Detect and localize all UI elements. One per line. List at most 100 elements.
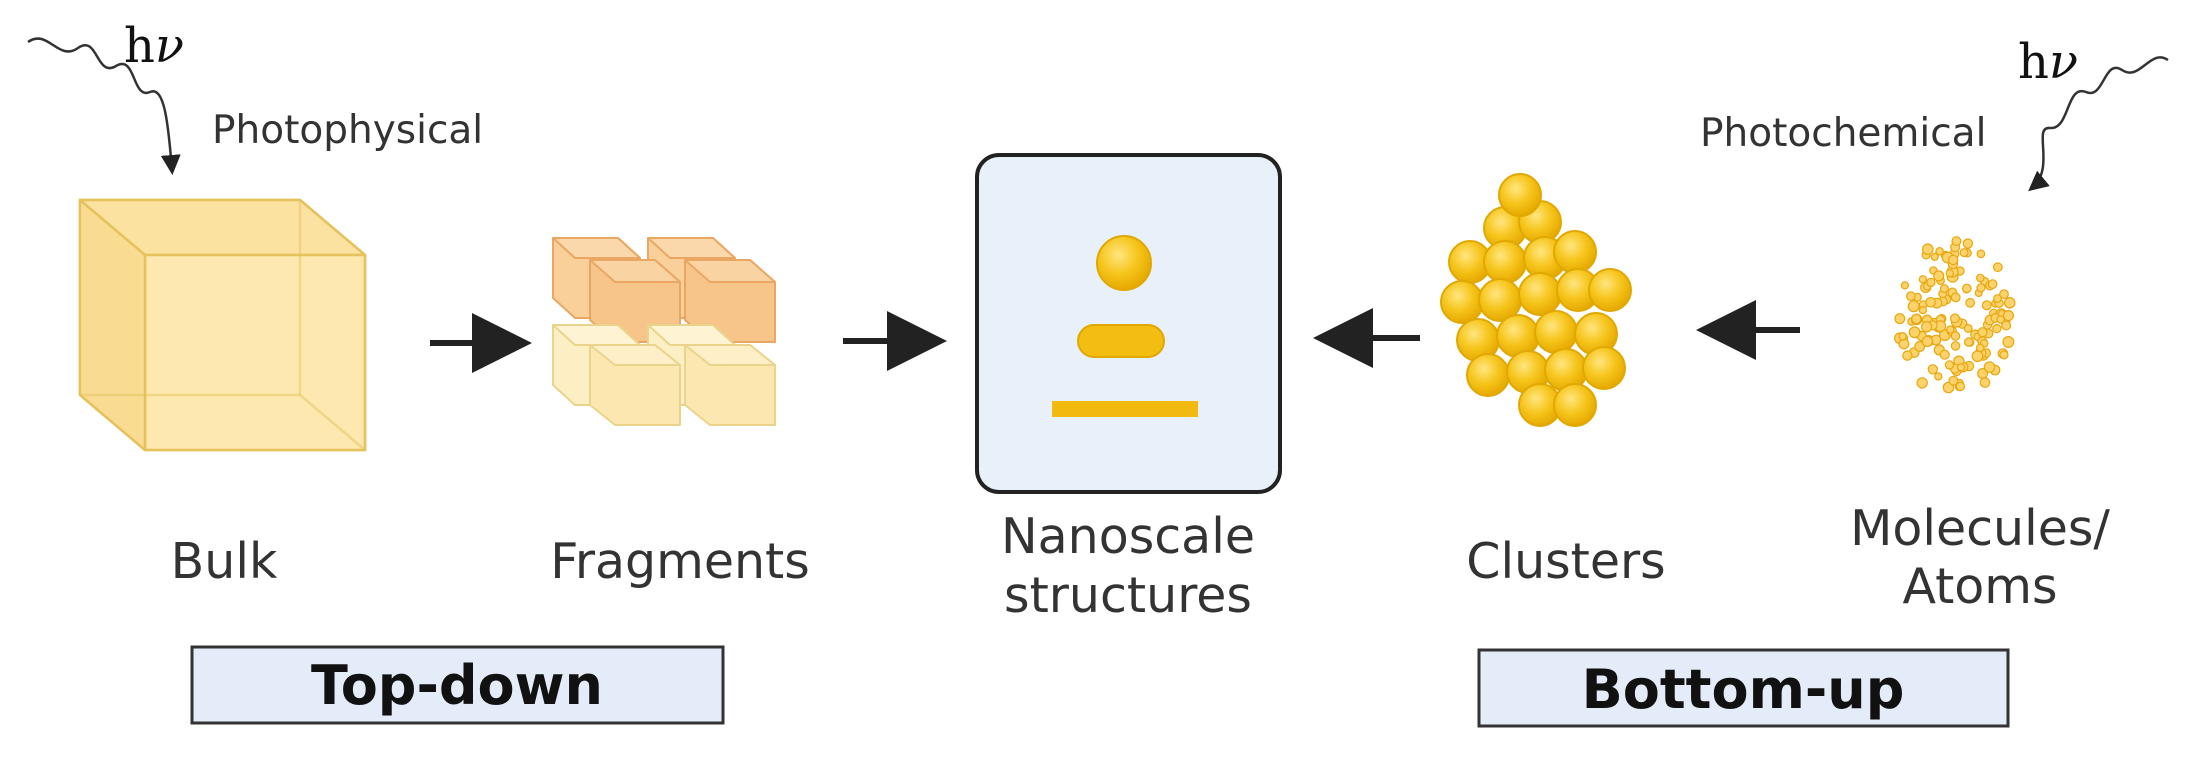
atom-dot — [1971, 350, 1984, 363]
atom-dot — [1975, 343, 1985, 353]
atom-dot — [2001, 320, 2012, 331]
atom-dot — [1920, 321, 1933, 333]
atom-dot — [1939, 349, 1950, 360]
nanosheet-icon — [1052, 401, 1198, 417]
nanoscale-label-line1: Nanoscale — [1001, 508, 1255, 565]
atom-dot — [1950, 292, 1961, 303]
atom-dot — [1955, 381, 1966, 392]
atom-dot — [1956, 363, 1966, 372]
fragments-cubes-icon — [552, 237, 776, 426]
molecules-label-line1: Molecules/ — [1850, 500, 2110, 557]
atom-dot — [1900, 281, 1910, 290]
photophysical-label: Photophysical — [212, 108, 483, 153]
top-down-box: Top-down — [190, 645, 725, 725]
atom-dot — [1976, 273, 1985, 283]
atom-dot — [1908, 326, 1921, 339]
atom-dot — [1999, 350, 2009, 360]
cluster-sphere — [1518, 272, 1562, 316]
right-light-wave-icon — [2028, 56, 2169, 192]
atom-dot — [1898, 331, 1908, 341]
clusters-icon — [1440, 173, 1632, 427]
atom-dot — [1964, 337, 1974, 347]
atom-dot — [1939, 284, 1949, 294]
left-hv-h: h — [124, 18, 155, 74]
atom-dot — [1918, 275, 1928, 284]
molecules-atoms-icon — [1893, 236, 2016, 394]
cluster-sphere — [1498, 173, 1542, 217]
atom-dot — [1976, 249, 1986, 259]
bottom-up-box: Bottom-up — [1477, 648, 2010, 728]
atom-dot — [1902, 350, 1913, 361]
atom-dot — [1951, 236, 1962, 247]
atom-dot — [1945, 269, 1955, 278]
atom-dot — [1935, 247, 1944, 256]
left-hv-label: hν — [124, 18, 184, 74]
cluster-sphere — [1483, 240, 1527, 284]
atom-dot — [1944, 360, 1955, 370]
atom-dot — [1948, 375, 1959, 386]
atom-dot — [1950, 341, 1961, 351]
atom-dot — [1947, 254, 1959, 266]
atom-dot — [1934, 372, 1943, 381]
atom-dot — [1905, 291, 1916, 302]
atom-dot — [1949, 313, 1960, 324]
atom-dot — [1916, 377, 1928, 389]
left-hv-nu: ν — [155, 18, 184, 74]
atom-dot — [2002, 336, 2015, 349]
atom-dot — [1987, 279, 1998, 290]
top-down-label: Top-down — [311, 654, 603, 717]
atom-dot — [1930, 252, 1939, 261]
bulk-cube-icon — [78, 198, 367, 452]
atom-dot — [1992, 262, 2003, 273]
clusters-label: Clusters — [1466, 533, 1665, 590]
atom-dot — [2003, 296, 2016, 309]
atom-dot — [1959, 248, 1969, 258]
fragments-label: Fragments — [550, 533, 810, 590]
atom-dot — [1950, 331, 1961, 341]
atom-dot — [1914, 341, 1926, 353]
atom-dot — [1963, 323, 1973, 333]
atom-dot — [1898, 338, 1910, 350]
nanorod-icon — [1077, 324, 1165, 358]
atom-dot — [2002, 310, 2015, 322]
right-hv-label: hν — [2018, 34, 2078, 90]
atom-dot — [1979, 377, 1991, 388]
photochemical-label: Photochemical — [1700, 111, 1986, 156]
atom-dot — [1981, 300, 1992, 311]
atom-dot — [1999, 289, 2009, 300]
atom-dot — [1925, 296, 1936, 308]
cluster-sphere — [1553, 230, 1597, 274]
atom-dot — [1911, 313, 1922, 325]
atom-dot — [1921, 335, 1934, 348]
nanoscale-structures-panel — [975, 153, 1282, 494]
cluster-sphere — [1440, 280, 1484, 324]
atom-dot — [1922, 243, 1934, 255]
atom-dot — [1992, 323, 2002, 334]
atom-dot — [1962, 283, 1972, 294]
atom-dot — [1976, 283, 1986, 293]
bulk-label: Bulk — [171, 533, 278, 590]
left-light-wave-icon — [27, 37, 181, 175]
atom-dot — [1962, 238, 1974, 249]
nanoparticle-sphere-icon — [1096, 235, 1152, 291]
cluster-sphere — [1553, 383, 1597, 427]
atom-dot — [1993, 294, 2002, 303]
atom-dot — [1926, 277, 1936, 288]
atom-dot — [1965, 297, 1976, 308]
molecules-label-line2: Atoms — [1902, 558, 2057, 615]
atom-dot — [1918, 306, 1928, 315]
cluster-sphere — [1466, 353, 1510, 397]
atom-dot — [1977, 327, 1988, 338]
atom-dot — [1996, 315, 2005, 324]
atom-dot — [1946, 325, 1955, 334]
atom-dot — [1927, 364, 1939, 375]
atom-dot — [1983, 361, 1996, 373]
nanoscale-label-line2: structures — [1004, 567, 1252, 624]
right-hv-h: h — [2018, 34, 2049, 90]
right-hv-nu: ν — [2049, 34, 2078, 90]
bottom-up-label: Bottom-up — [1582, 658, 1905, 721]
cluster-sphere — [1534, 310, 1578, 354]
atom-dot — [1907, 300, 1920, 313]
cluster-sphere — [1582, 346, 1626, 390]
